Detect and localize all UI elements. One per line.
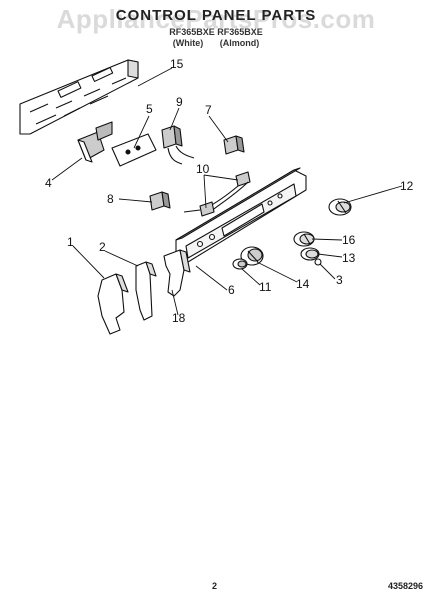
part-1-end-cap <box>97 273 129 335</box>
part-11-knob <box>232 258 248 270</box>
part-7-switch <box>223 135 245 155</box>
callout-5: 5 <box>146 102 153 116</box>
color-almond-label: (Almond) <box>219 38 260 48</box>
control-panel-housing <box>175 167 307 263</box>
page-number: 2 <box>212 581 218 591</box>
callout-3: 3 <box>336 273 343 287</box>
callout-16: 16 <box>342 233 356 247</box>
part-16-knob <box>293 231 315 247</box>
part-10-wire-harness <box>183 171 251 217</box>
callout-6: 6 <box>228 283 235 297</box>
callout-11: 11 <box>259 280 272 294</box>
leader-lines <box>51 67 403 316</box>
part-2-end-cap <box>135 261 157 321</box>
callout-9: 9 <box>176 95 183 109</box>
callout-7: 7 <box>205 103 212 117</box>
part-5-circuit-board <box>111 133 157 167</box>
part-4-bracket <box>77 121 113 163</box>
color-white-label: (White) <box>172 38 204 48</box>
document-number: 4358296 <box>388 581 424 591</box>
model-numbers: RF365BXE RF365BXE <box>169 27 263 37</box>
callout-12: 12 <box>400 179 414 193</box>
callout-8: 8 <box>107 192 114 206</box>
callout-labels: 1 2 3 4 5 6 7 8 9 10 11 12 13 14 15 16 1… <box>45 57 414 325</box>
part-13-knob <box>300 247 320 261</box>
part-12-knob <box>328 198 352 216</box>
page-title: CONTROL PANEL PARTS <box>115 7 317 24</box>
callout-18: 18 <box>172 311 186 325</box>
part-9-switch <box>161 125 195 165</box>
callout-2: 2 <box>99 240 106 254</box>
part-14-knob <box>240 246 264 266</box>
callout-10: 10 <box>196 162 210 176</box>
callout-1: 1 <box>67 235 74 249</box>
callout-13: 13 <box>342 251 356 265</box>
callout-15: 15 <box>170 57 184 71</box>
color-variants: (White) (Almond) <box>0 38 432 48</box>
part-3-clip <box>314 258 322 266</box>
callout-4: 4 <box>45 176 52 190</box>
part-18-trim <box>163 249 191 297</box>
callout-14: 14 <box>296 277 310 291</box>
part-8-switch <box>149 191 171 211</box>
watermark: AppliancePartsPros.com <box>56 4 376 34</box>
part-15-rear-panel <box>19 59 139 135</box>
